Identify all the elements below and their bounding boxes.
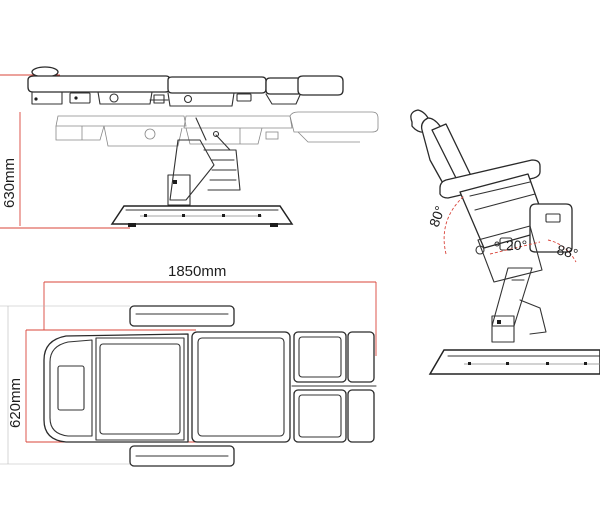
leg-pad-bottom-left: [293, 389, 347, 443]
backrest-angle-label: 80°: [426, 204, 448, 229]
side-view-seated: 80° 20° 88°: [410, 109, 600, 375]
width-dimension-label: 620mm: [7, 378, 24, 428]
height-dimension-label: 630mm: [1, 158, 18, 208]
legrest-angle-arc: [547, 239, 577, 263]
face-hole: [57, 365, 85, 411]
seat-top-view: [191, 331, 291, 443]
chair-upper-position: [27, 66, 344, 107]
leg-pad-top-right: [347, 331, 375, 383]
seat-angle-label: 20°: [506, 237, 527, 253]
seat-angle-arc: [489, 241, 541, 255]
length-dimension-label: 1850mm: [168, 263, 226, 280]
lift-column: [167, 117, 241, 206]
chair-lower-position: [55, 111, 379, 147]
side-view-flat: 630mm: [0, 66, 379, 229]
legrest-angle-label: 88°: [555, 241, 579, 262]
chair-base-side: [110, 205, 294, 227]
backrest-top-view: [43, 333, 189, 443]
leg-pad-top-left: [293, 331, 347, 383]
top-view: 1850mm 620mm: [0, 263, 377, 467]
armrest-top: [129, 305, 235, 327]
leg-pad-bottom-right: [347, 389, 375, 443]
backrest-angle-arc: [443, 195, 465, 255]
